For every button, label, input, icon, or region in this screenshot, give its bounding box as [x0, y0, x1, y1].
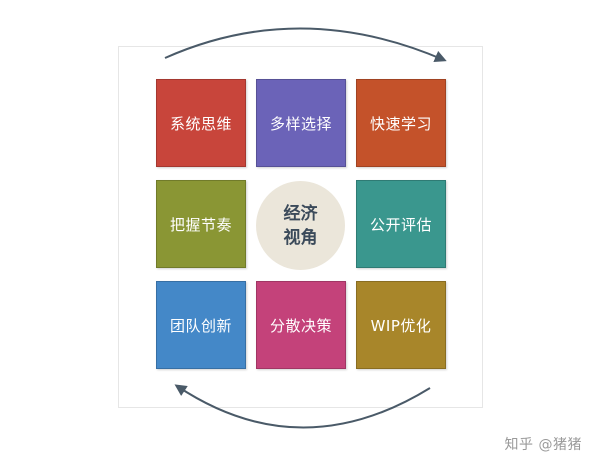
tile-wip-optimization: WIP优化: [356, 281, 446, 369]
watermark-text: 知乎 @猪猪: [504, 437, 582, 453]
tile-systems-thinking: 系统思维: [156, 79, 246, 167]
tile-team-innovation: 团队创新: [156, 281, 246, 369]
tile-label: 公开评估: [369, 215, 432, 234]
tile-label: 系统思维: [169, 114, 232, 133]
tile-label: 分散决策: [269, 316, 332, 335]
tile-fast-learning: 快速学习: [356, 79, 446, 167]
tile-label: 把握节奏: [169, 215, 232, 234]
center-label-line1: 经济: [283, 203, 318, 224]
center-economic-view: 经济 视角: [256, 181, 345, 270]
diagram-frame: [118, 46, 483, 408]
tile-diverse-options: 多样选择: [256, 79, 346, 167]
tile-label: 团队创新: [169, 316, 232, 335]
top-cycle-arrow: [164, 27, 447, 62]
tile-decentralized-decisions: 分散决策: [256, 281, 346, 369]
center-label-line2: 视角: [283, 227, 318, 248]
bottom-cycle-arrow: [174, 384, 431, 429]
tile-label: 快速学习: [369, 114, 432, 133]
tile-cadence: 把握节奏: [156, 180, 246, 268]
tile-label: 多样选择: [269, 114, 332, 133]
tile-label: WIP优化: [370, 316, 432, 335]
tile-open-evaluation: 公开评估: [356, 180, 446, 268]
